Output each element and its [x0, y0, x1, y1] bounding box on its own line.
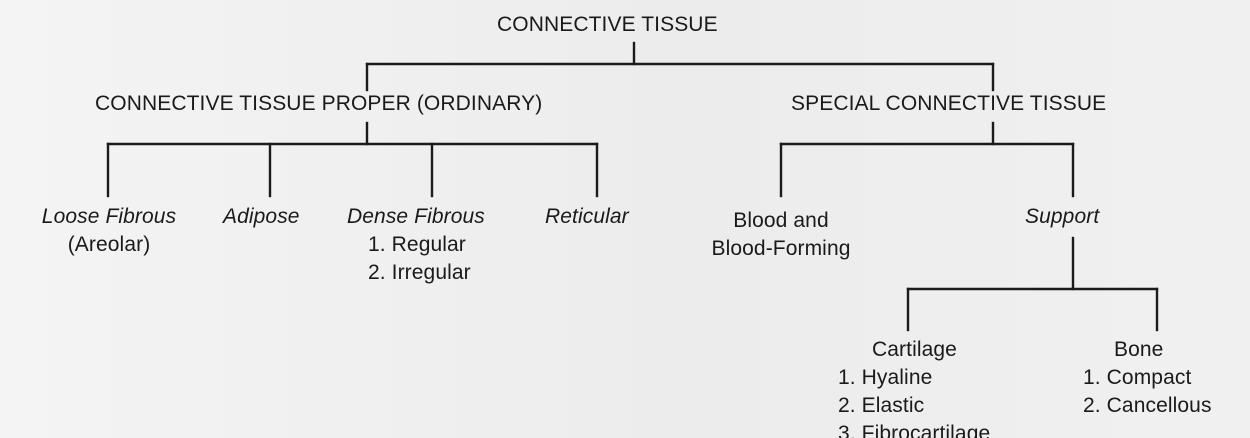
dense-fibrous-item: 1. Regular	[368, 233, 466, 256]
bone-node: Bone 1. Compact 2. Cancellous	[1083, 336, 1212, 420]
root-title: CONNECTIVE TISSUE	[497, 13, 718, 36]
blood-title-line-1: Blood and	[733, 209, 829, 232]
support-title: Support	[1025, 205, 1100, 228]
adipose-node: Adipose	[223, 203, 300, 231]
blood-title-line-2: Blood-Forming	[711, 237, 851, 260]
cartilage-item: 1. Hyaline	[838, 366, 933, 389]
dense-fibrous-item-list: 1. Regular 2. Irregular	[347, 231, 485, 287]
loose-fibrous-node: Loose Fibrous (Areolar)	[28, 203, 190, 259]
support-node: Support	[1025, 203, 1099, 231]
adipose-title: Adipose	[223, 205, 300, 228]
bone-item: 2. Cancellous	[1083, 394, 1212, 417]
bone-item: 1. Compact	[1083, 366, 1192, 389]
proper-title: CONNECTIVE TISSUE PROPER (ORDINARY)	[95, 92, 543, 115]
root-node: CONNECTIVE TISSUE	[497, 11, 718, 39]
special-node: SPECIAL CONNECTIVE TISSUE	[791, 90, 1106, 118]
cartilage-node: Cartilage 1. Hyaline 2. Elastic 3. Fibro…	[838, 336, 990, 438]
dense-fibrous-title: Dense Fibrous	[347, 205, 485, 228]
loose-fibrous-note: (Areolar)	[67, 233, 151, 256]
dense-fibrous-item: 2. Irregular	[368, 261, 471, 284]
cartilage-title: Cartilage	[872, 338, 957, 361]
dense-fibrous-node: Dense Fibrous 1. Regular 2. Irregular	[347, 203, 485, 287]
loose-fibrous-title: Loose Fibrous	[41, 205, 177, 228]
cartilage-item: 3. Fibrocartilage	[838, 422, 991, 438]
cartilage-item: 2. Elastic	[838, 394, 925, 417]
special-title: SPECIAL CONNECTIVE TISSUE	[791, 92, 1107, 115]
reticular-node: Reticular	[545, 203, 629, 231]
blood-node: Blood and Blood-Forming	[686, 207, 876, 263]
proper-node: CONNECTIVE TISSUE PROPER (ORDINARY)	[95, 90, 542, 118]
bone-title: Bone	[1114, 338, 1164, 361]
reticular-title: Reticular	[545, 205, 629, 228]
